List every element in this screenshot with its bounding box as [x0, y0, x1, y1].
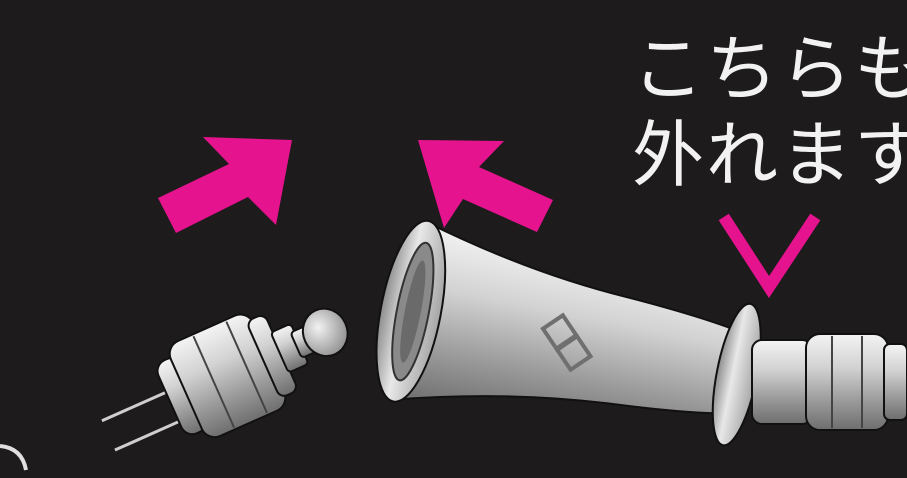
caption-text: こちらも 外れます。: [632, 26, 907, 198]
left-plug-part: [101, 307, 349, 452]
arrow-middle-icon: [418, 140, 553, 232]
caption-line-2: 外れます。: [632, 113, 907, 197]
caption-line-1: こちらも: [632, 27, 907, 111]
right-plug-part: [751, 333, 907, 431]
partial-shape-edge: [0, 444, 28, 471]
center-body-part: [375, 219, 762, 447]
logo-icon: [540, 312, 594, 373]
chevron-down-icon: [718, 213, 821, 298]
arrow-left-icon: [158, 137, 292, 233]
